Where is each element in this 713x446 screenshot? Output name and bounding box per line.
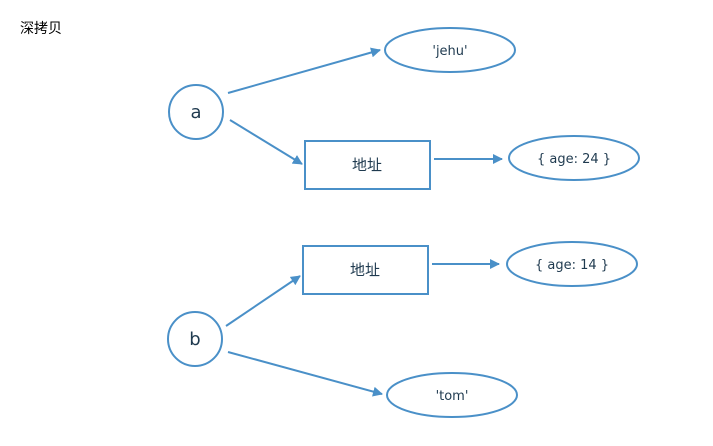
object-value-b-node	[506, 241, 638, 287]
string-value-a-node	[384, 27, 516, 73]
page-title: 深拷贝	[20, 21, 62, 37]
arrow-a-to-address	[229, 119, 303, 165]
address-b-box	[302, 245, 429, 295]
arrow-b-to-address	[225, 275, 301, 327]
object-value-a-label: { age: 24 }	[537, 152, 611, 167]
address-b-label: 地址	[350, 261, 380, 279]
object-value-a-node	[508, 135, 640, 181]
string-value-b-label: 'tom'	[436, 389, 469, 404]
variable-b-node	[167, 311, 223, 367]
group-b: b 地址 { age: 14 } 'tom'	[167, 241, 638, 418]
arrow-b-to-string	[227, 351, 383, 397]
variable-b-label: b	[189, 329, 200, 350]
arrow-a-to-string	[227, 47, 381, 94]
address-a-box	[304, 140, 431, 190]
variable-a-node	[168, 84, 224, 140]
group-a: a 'jehu' 地址 { age: 24 }	[168, 27, 640, 190]
string-value-b-node	[386, 372, 518, 418]
object-value-b-label: { age: 14 }	[535, 258, 609, 273]
string-value-a-label: 'jehu'	[432, 44, 467, 59]
address-a-label: 地址	[352, 156, 382, 174]
variable-a-label: a	[190, 102, 201, 123]
